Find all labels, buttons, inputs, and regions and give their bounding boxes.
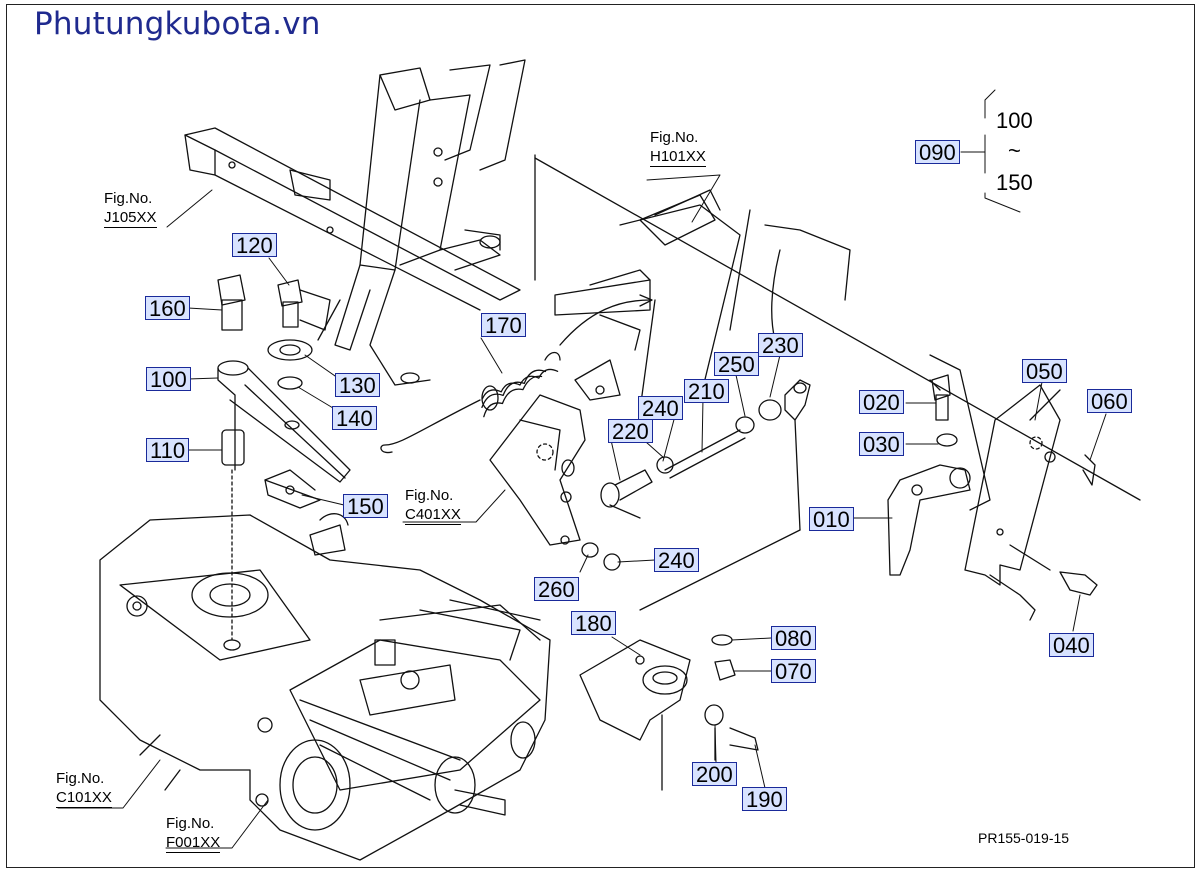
plate-180 bbox=[579, 634, 759, 791]
part-callout-080[interactable]: 080 bbox=[771, 626, 816, 651]
figure-ref-prefix: Fig.No. bbox=[104, 190, 153, 207]
figure-ref-j105[interactable]: Fig.No. J105XX bbox=[104, 189, 157, 228]
figure-ref-code: C101XX bbox=[56, 789, 112, 808]
part-callout-030[interactable]: 030 bbox=[859, 432, 904, 457]
part-callout-200[interactable]: 200 bbox=[692, 762, 737, 787]
part-callout-250[interactable]: 250 bbox=[714, 352, 759, 377]
part-callout-010[interactable]: 010 bbox=[809, 507, 854, 532]
transmission-housing bbox=[99, 513, 551, 861]
figure-ref-h101[interactable]: Fig.No. H101XX bbox=[650, 128, 706, 167]
figure-ref-code: J105XX bbox=[104, 209, 157, 228]
range-tilde: ~ bbox=[1008, 138, 1021, 163]
range-to: 150 bbox=[996, 170, 1033, 195]
part-callout-160[interactable]: 160 bbox=[145, 296, 190, 321]
part-callout-230[interactable]: 230 bbox=[758, 333, 803, 358]
range-from: 100 bbox=[996, 108, 1033, 133]
spring-170 bbox=[380, 294, 653, 454]
part-callout-120[interactable]: 120 bbox=[232, 233, 277, 258]
part-callout-180[interactable]: 180 bbox=[571, 611, 616, 636]
part-callout-070[interactable]: 070 bbox=[771, 659, 816, 684]
figure-ref-code: C401XX bbox=[405, 506, 461, 525]
part-callout-260[interactable]: 260 bbox=[534, 577, 579, 602]
figure-ref-prefix: Fig.No. bbox=[650, 129, 699, 146]
part-callout-140[interactable]: 140 bbox=[332, 406, 377, 431]
lever-assembly bbox=[217, 274, 351, 641]
figure-ref-prefix: Fig.No. bbox=[405, 487, 454, 504]
part-callout-220[interactable]: 220 bbox=[608, 419, 653, 444]
part-callout-130[interactable]: 130 bbox=[335, 373, 380, 398]
drawing-frame bbox=[6, 4, 1195, 868]
figure-ref-c101[interactable]: Fig.No. C101XX bbox=[56, 769, 112, 808]
figure-ref-c401[interactable]: Fig.No. C401XX bbox=[405, 486, 461, 525]
figure-ref-code: F001XX bbox=[166, 834, 221, 853]
part-callout-090[interactable]: 090 bbox=[915, 140, 960, 165]
part-callout-060[interactable]: 060 bbox=[1087, 389, 1132, 414]
part-callout-100[interactable]: 100 bbox=[146, 367, 191, 392]
figure-ref-f001[interactable]: Fig.No. F001XX bbox=[166, 814, 221, 853]
frame-chassis bbox=[184, 59, 526, 386]
right-lever bbox=[887, 354, 1098, 621]
part-callout-110[interactable]: 110 bbox=[146, 438, 190, 463]
leader-lines bbox=[57, 89, 1107, 849]
figure-ref-code: H101XX bbox=[650, 148, 706, 167]
part-callout-240-upper[interactable]: 240 bbox=[638, 396, 683, 421]
figure-ref-prefix: Fig.No. bbox=[166, 815, 215, 832]
rod-assembly bbox=[581, 379, 811, 611]
part-callout-210[interactable]: 210 bbox=[684, 379, 729, 404]
part-callout-050[interactable]: 050 bbox=[1022, 359, 1067, 384]
part-callout-170[interactable]: 170 bbox=[481, 313, 526, 338]
figure-ref-prefix: Fig.No. bbox=[56, 770, 105, 787]
part-callout-150[interactable]: 150 bbox=[343, 494, 388, 519]
site-title[interactable]: Phutungkubota.vn bbox=[34, 6, 321, 42]
part-callout-020[interactable]: 020 bbox=[859, 390, 904, 415]
drawing-id: PR155-019-15 bbox=[978, 830, 1070, 846]
part-callout-240-lower[interactable]: 240 bbox=[654, 548, 699, 573]
bracket-c401 bbox=[489, 394, 586, 546]
part-callout-040[interactable]: 040 bbox=[1049, 633, 1094, 658]
bracket-h101 bbox=[534, 154, 1141, 501]
part-callout-190[interactable]: 190 bbox=[742, 787, 787, 812]
